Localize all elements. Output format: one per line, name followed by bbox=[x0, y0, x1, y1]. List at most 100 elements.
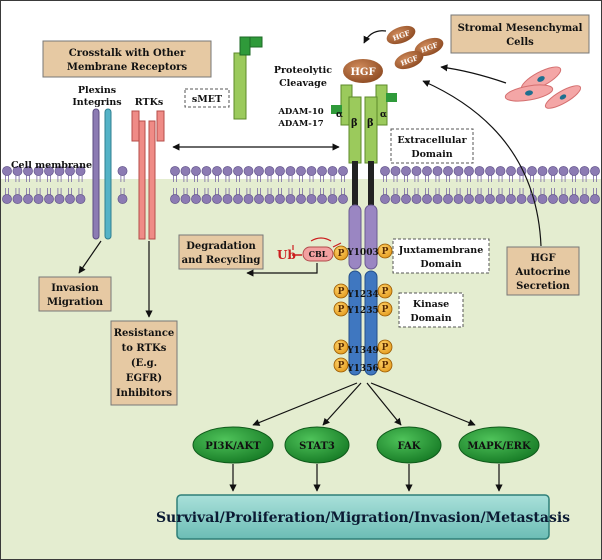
hgf-ligand-label: HGF bbox=[350, 67, 375, 78]
phospho-site-9 bbox=[333, 357, 349, 373]
invasion-arrow bbox=[78, 240, 102, 274]
phospho-site-7 bbox=[333, 339, 349, 355]
adam-label-line2: ADAM-17 bbox=[277, 119, 323, 129]
alpha-left-label: α bbox=[336, 110, 343, 120]
phospho-site-6 bbox=[377, 301, 393, 317]
outcome-arrows bbox=[229, 464, 503, 492]
phospho-label-5: P bbox=[338, 305, 345, 315]
resistance-label-line4: EGFR) bbox=[126, 373, 162, 384]
phospho-site-5 bbox=[333, 301, 349, 317]
stromal-label-line1: Stromal Mesenchymal bbox=[458, 23, 583, 34]
kinase-label-line1: Kinase bbox=[413, 299, 449, 310]
residue-y1003: Y1003 bbox=[346, 248, 378, 258]
plexins-label-line1: Plexins bbox=[78, 85, 116, 96]
resistance-label-line5: Inhibitors bbox=[116, 388, 172, 399]
autocrine-arrow bbox=[422, 80, 542, 247]
phospho-label-8: P bbox=[382, 343, 389, 353]
kinase-label-line2: Domain bbox=[410, 313, 451, 324]
residue-y1349: Y1349 bbox=[346, 346, 378, 356]
autocrine-label-line1: HGF bbox=[530, 253, 555, 264]
rtks-label: RTKs bbox=[135, 97, 163, 108]
residue-y1356: Y1356 bbox=[346, 364, 378, 374]
phospho-label-7: P bbox=[338, 343, 345, 353]
stromal-label-line2: Cells bbox=[506, 37, 534, 48]
degradation-label-line2: and Recycling bbox=[182, 255, 261, 266]
cbl-complex: CBL Ub bbox=[277, 237, 342, 262]
phospho-site-2 bbox=[377, 243, 393, 259]
phospho-label-1: P bbox=[338, 249, 345, 259]
plexin-integrin-receptor bbox=[92, 108, 112, 240]
degradation-arrow bbox=[246, 263, 318, 277]
ub-label: Ub bbox=[277, 248, 296, 262]
hgf-to-receptor-arrow bbox=[363, 30, 387, 44]
secreted-hgf-molecules: HGF HGF HGF bbox=[386, 25, 444, 70]
resistance-box: Resistance to RTKs (E.g. EGFR) Inhibitor… bbox=[110, 320, 178, 406]
phospho-site-3 bbox=[333, 283, 349, 299]
phospho-label-9: P bbox=[338, 361, 345, 371]
phospho-site-1 bbox=[333, 245, 349, 261]
extracellular-domain-box: Extracellular Domain bbox=[390, 128, 474, 164]
phospho-label-4: P bbox=[382, 287, 389, 297]
crosstalk-box: Crosstalk with Other Membrane Receptors bbox=[42, 40, 212, 78]
phospho-label-6: P bbox=[382, 305, 389, 315]
smet-box: sMET bbox=[184, 88, 230, 108]
autocrine-box: HGF Autocrine Secretion bbox=[506, 246, 580, 296]
residue-labels: Y1003 Y1234 Y1235 Y1349 Y1356 bbox=[346, 248, 378, 374]
outcome-box: Survival/Proliferation/Migration/Invasio… bbox=[156, 494, 570, 540]
autocrine-label-line2: Autocrine bbox=[514, 267, 570, 278]
outcome-label: Survival/Proliferation/Migration/Invasio… bbox=[156, 510, 570, 526]
crosstalk-label-line1: Crosstalk with Other bbox=[69, 48, 186, 59]
adam-label-line1: ADAM-10 bbox=[277, 107, 323, 117]
pi3k-label: PI3K/AKT bbox=[205, 441, 261, 452]
juxtamembrane-label-line2: Domain bbox=[420, 259, 461, 270]
smet-label: sMET bbox=[192, 94, 222, 105]
juxtamembrane-domain-box: Juxtamembrane Domain bbox=[392, 238, 490, 274]
extracellular-label-line2: Domain bbox=[411, 149, 452, 160]
beta-left-label: β bbox=[351, 118, 358, 129]
kinase-domain-box: Kinase Domain bbox=[398, 292, 464, 328]
beta-right-label: β bbox=[367, 118, 374, 129]
cell-membrane-label: Cell membrane bbox=[11, 160, 92, 171]
phospho-label-10: P bbox=[382, 361, 389, 371]
pathway-stat3: STAT3 bbox=[284, 426, 350, 464]
rtk-receptor bbox=[131, 110, 165, 240]
hgf-ligand bbox=[343, 59, 383, 83]
smet-fragment bbox=[233, 36, 263, 120]
phospho-label-3: P bbox=[338, 287, 345, 297]
crosstalk-label-line2: Membrane Receptors bbox=[67, 62, 188, 73]
phospho-site-4 bbox=[377, 283, 393, 299]
resistance-label-line3: (E.g. bbox=[131, 358, 157, 369]
stromal-cells-icon bbox=[504, 66, 582, 109]
pathway-mapk: MAPK/ERK bbox=[458, 426, 540, 464]
invasion-label-line1: Invasion bbox=[51, 283, 99, 294]
extracellular-label-line1: Extracellular bbox=[397, 135, 467, 146]
juxtamembrane-label-line1: Juxtamembrane bbox=[398, 245, 484, 256]
residue-y1235: Y1235 bbox=[346, 306, 378, 316]
stat3-label: STAT3 bbox=[299, 441, 335, 452]
autocrine-label-line3: Secretion bbox=[516, 281, 570, 292]
pathway-fak: FAK bbox=[376, 426, 442, 464]
phospho-label-2: P bbox=[382, 247, 389, 257]
plexins-label-line2: Integrins bbox=[72, 97, 121, 108]
resistance-label-line2: to RTKs bbox=[122, 343, 167, 354]
met-receptor: α α β β HGF bbox=[331, 59, 397, 376]
fak-label: FAK bbox=[398, 441, 421, 452]
phospho-site-10 bbox=[377, 357, 393, 373]
residue-y1234: Y1234 bbox=[346, 290, 378, 300]
invasion-box: Invasion Migration bbox=[38, 276, 112, 312]
proteolytic-label-line1: Proteolytic bbox=[274, 65, 332, 76]
cbl-label: CBL bbox=[309, 249, 328, 259]
pathway-arrows bbox=[252, 382, 476, 426]
resistance-label-line1: Resistance bbox=[114, 328, 175, 339]
invasion-label-line2: Migration bbox=[47, 297, 104, 308]
degradation-label-line1: Degradation bbox=[186, 241, 256, 252]
degradation-box: Degradation and Recycling bbox=[178, 234, 264, 270]
stromal-secretion-arrow bbox=[440, 64, 507, 84]
mapk-label: MAPK/ERK bbox=[467, 441, 531, 452]
cell-membrane bbox=[2, 166, 600, 204]
phospho-site-8 bbox=[377, 339, 393, 355]
stromal-box: Stromal Mesenchymal Cells bbox=[450, 14, 590, 54]
